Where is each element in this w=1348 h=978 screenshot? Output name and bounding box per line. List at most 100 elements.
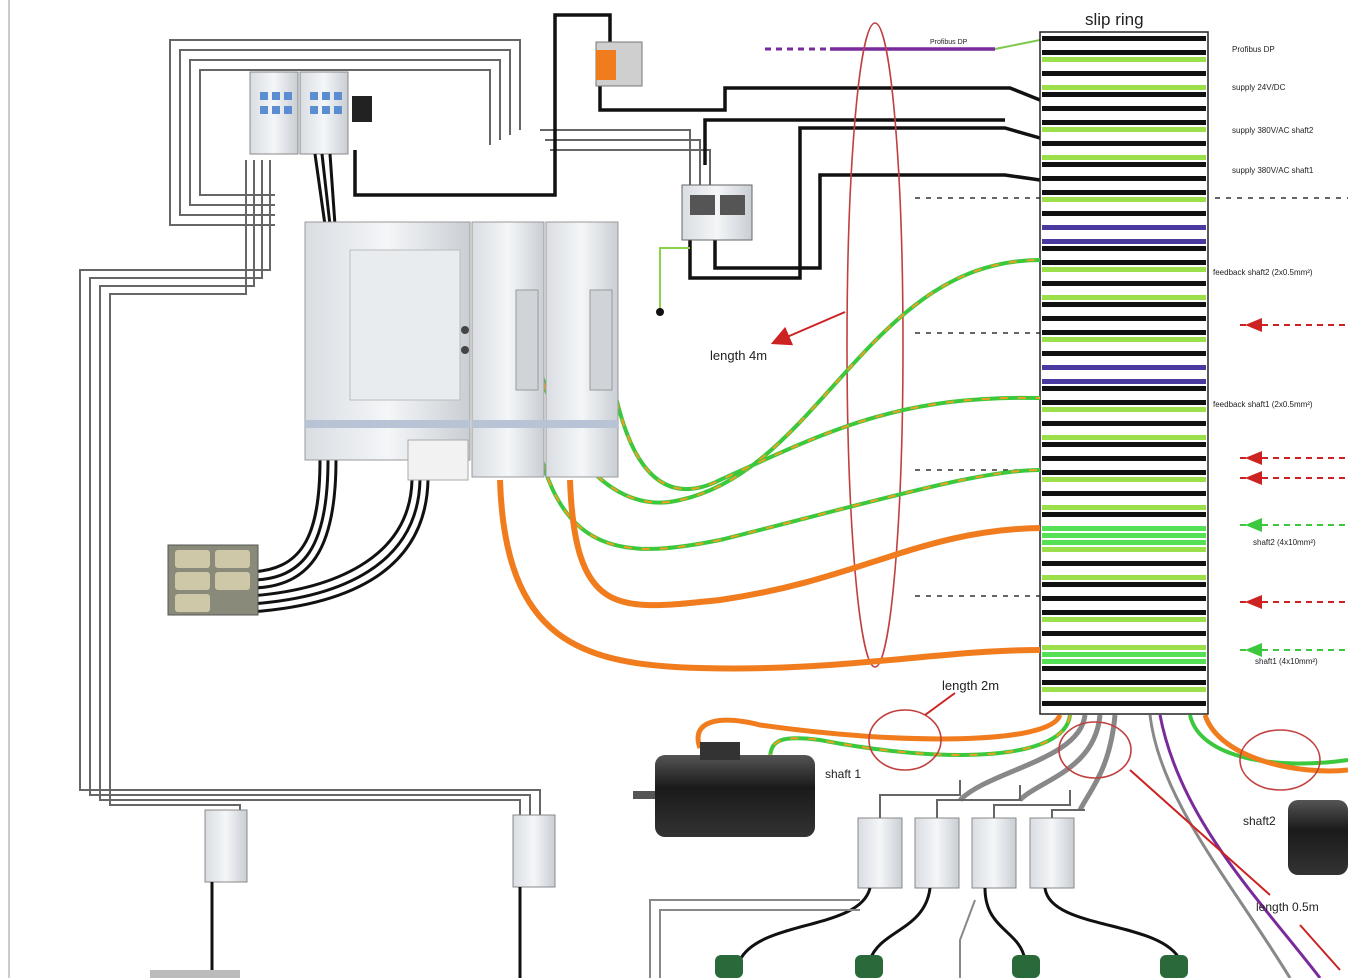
slip-ring-band	[1042, 519, 1206, 524]
slip-ring-band	[1042, 162, 1206, 167]
slip-ring-band	[1042, 302, 1206, 307]
green-dashed-external	[1240, 524, 1348, 651]
slip-ring-band	[1042, 407, 1206, 412]
slip-ring-band	[1042, 393, 1206, 398]
slip-ring-band	[1042, 85, 1206, 90]
slip-ring-band	[1042, 512, 1206, 517]
slip-ring-band	[1042, 428, 1206, 433]
slip-ring-band	[1042, 43, 1206, 48]
slip-ring-band	[1042, 582, 1206, 587]
grey-cable-bundle	[79, 39, 711, 830]
slip-ring-band	[1042, 603, 1206, 608]
green-arrowheads	[1245, 518, 1262, 657]
length-arrow-05m	[1129, 769, 1271, 896]
profibus-left-label: Profibus DP	[930, 39, 968, 46]
slip-ring-band	[1042, 281, 1206, 286]
slip-ring-band	[1042, 309, 1206, 314]
slip-ring-band	[1042, 113, 1206, 118]
slip-ring-band	[1042, 659, 1206, 664]
slip-ring-band	[1042, 449, 1206, 454]
slip-ring-band	[1042, 372, 1206, 377]
slip-ring-band	[1042, 463, 1206, 468]
bottom-cables	[695, 713, 1348, 978]
slip-ring-band	[1042, 225, 1206, 230]
slip-ring-band	[1042, 645, 1206, 650]
label-profibus: Profibus DP	[1232, 45, 1275, 54]
slip-ring-band	[1042, 456, 1206, 461]
length-arrow-2m	[924, 692, 956, 716]
slip-ring-band	[1042, 218, 1206, 223]
slip-ring-band	[1042, 484, 1206, 489]
slip-ring-band	[1042, 477, 1206, 482]
slip-ring-band	[1042, 71, 1206, 76]
slip-ring-band	[1042, 330, 1206, 335]
label-supply-shaft2: supply 380V/AC shaft2	[1232, 126, 1314, 135]
slip-ring-labels: Profibus DP supply 24V/DC supply 380V/AC…	[1213, 45, 1318, 666]
slip-ring-band	[1042, 589, 1206, 594]
slip-ring-band	[1042, 708, 1206, 713]
slip-ring-band	[1042, 183, 1206, 188]
slip-ring-band	[1042, 610, 1206, 615]
slip-ring-band	[1042, 533, 1206, 538]
red-dashed-external	[1240, 324, 1348, 603]
slip-ring-title: slip ring	[1085, 10, 1144, 29]
dashed-lines	[915, 197, 1348, 597]
slip-ring-band	[1042, 316, 1206, 321]
slip-ring-band	[1042, 274, 1206, 279]
slip-ring-band	[1042, 99, 1206, 104]
slip-ring-band	[1042, 246, 1206, 251]
power-cables	[497, 479, 1041, 672]
slip-ring-band	[1042, 554, 1206, 559]
slip-ring-band	[1042, 673, 1206, 678]
slip-ring-band	[1042, 547, 1206, 552]
slip-ring-band	[1042, 295, 1206, 300]
slip-ring-band	[1042, 638, 1206, 643]
slip-ring-band	[1042, 694, 1206, 699]
slip-ring-band	[1042, 386, 1206, 391]
terminal-connector	[167, 544, 259, 616]
slip-ring-band	[1042, 92, 1206, 97]
length-label-2m: length 2m	[942, 678, 999, 693]
slip-ring-band	[1042, 561, 1206, 566]
length-ellipse-2m	[868, 709, 942, 771]
shaft1-label: shaft 1	[825, 767, 861, 781]
slip-ring-band	[1042, 470, 1206, 475]
length-ellipse-05m-right	[1239, 729, 1321, 791]
slip-ring-band	[1042, 169, 1206, 174]
slip-ring-band	[1042, 414, 1206, 419]
slip-ring-band	[1042, 141, 1206, 146]
motor-shaft1: shaft 1	[633, 742, 861, 837]
slip-ring-band	[1042, 253, 1206, 258]
slip-ring-band	[1042, 288, 1206, 293]
slip-ring-band	[1042, 260, 1206, 265]
slip-ring-band	[1042, 239, 1206, 244]
slip-ring-band	[1042, 526, 1206, 531]
slip-ring-band	[1042, 134, 1206, 139]
ground-symbol	[656, 247, 690, 316]
bottom-sensors	[715, 955, 1188, 978]
slip-ring-band	[1042, 701, 1206, 706]
slip-ring-band	[1042, 344, 1206, 349]
slip-ring-band	[1042, 379, 1206, 384]
slip-ring-band	[1042, 323, 1206, 328]
slip-ring-band	[1042, 687, 1206, 692]
label-motor-shaft2: shaft2 (4x10mm²)	[1253, 538, 1316, 547]
slip-ring-band	[1042, 190, 1206, 195]
motor-shaft2: shaft2	[1243, 800, 1348, 875]
slip-ring-band	[1042, 498, 1206, 503]
length-arrow-4m	[770, 311, 846, 346]
slip-ring-band	[1042, 57, 1206, 62]
slip-ring-band	[1042, 337, 1206, 342]
slip-ring-band	[1042, 155, 1206, 160]
slip-ring-band	[1042, 435, 1206, 440]
black-cables-top	[353, 13, 1041, 280]
slip-ring-band	[1042, 351, 1206, 356]
slip-ring-band	[1042, 400, 1206, 405]
slip-ring-band	[1042, 540, 1206, 545]
slip-ring-band	[1042, 666, 1206, 671]
label-supply-24: supply 24V/DC	[1232, 83, 1286, 92]
slip-ring-band	[1042, 78, 1206, 83]
slip-ring-band	[1042, 680, 1206, 685]
label-feedback-shaft2: feedback shaft2 (2x0.5mm²)	[1213, 268, 1313, 277]
slip-ring-band	[1042, 232, 1206, 237]
